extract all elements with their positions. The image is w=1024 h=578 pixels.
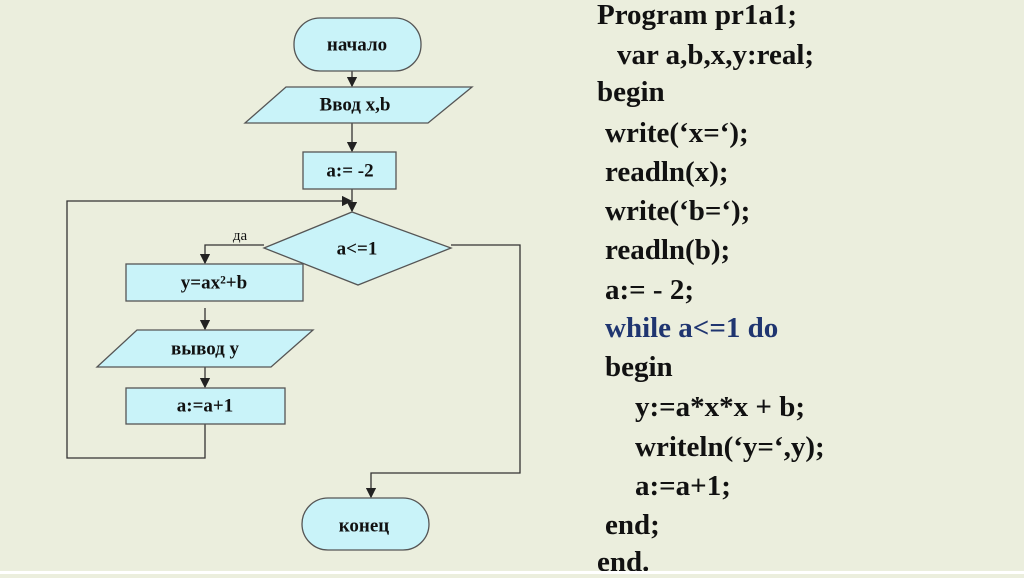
compute-label: y=ax²+b <box>181 272 247 293</box>
bottom-edge <box>0 571 1024 574</box>
init-block <box>302 151 397 190</box>
yes-label: да <box>233 228 248 244</box>
init-label: a:= -2 <box>326 160 373 181</box>
code-line: a:=a+1; <box>635 470 731 502</box>
flowchart: начало Ввод x,b a:= -2 a<=1 да y=ax²+b в… <box>66 17 521 551</box>
compute-block <box>125 263 304 302</box>
arrow-loop-back <box>66 195 353 459</box>
code-line: var a,b,x,y:real; <box>617 39 815 71</box>
input-label: Ввод x,b <box>320 94 391 115</box>
condition-label: a<=1 <box>337 238 378 259</box>
end-label: конец <box>339 515 390 536</box>
code-line: begin <box>597 76 665 108</box>
code-line: begin <box>605 351 673 383</box>
code-line: y:=a*x*x + b; <box>635 391 805 423</box>
start-label: начало <box>327 34 387 55</box>
increment-label: a:=a+1 <box>177 395 233 416</box>
start-terminal <box>293 17 422 72</box>
code-line: write(‘x=‘); <box>605 117 749 149</box>
input-block <box>243 86 474 124</box>
code-line: readln(b); <box>605 234 731 266</box>
output-block <box>95 329 315 368</box>
condition-block <box>262 211 453 286</box>
arrow-no-branch <box>365 244 521 499</box>
code-line: end; <box>605 509 660 541</box>
end-terminal <box>301 497 430 551</box>
code-line: Program pr1a1; <box>597 0 797 31</box>
output-label: вывод y <box>171 338 240 359</box>
code-line: a:= - 2; <box>605 274 694 306</box>
arrow-yes-branch <box>199 244 264 265</box>
code-line: write(‘b=‘); <box>605 195 751 227</box>
increment-block <box>125 387 286 425</box>
code-line: writeln(‘y=‘,y); <box>635 431 825 463</box>
code-line-while: while a<=1 do <box>605 312 779 344</box>
code-line: readln(x); <box>605 156 729 188</box>
